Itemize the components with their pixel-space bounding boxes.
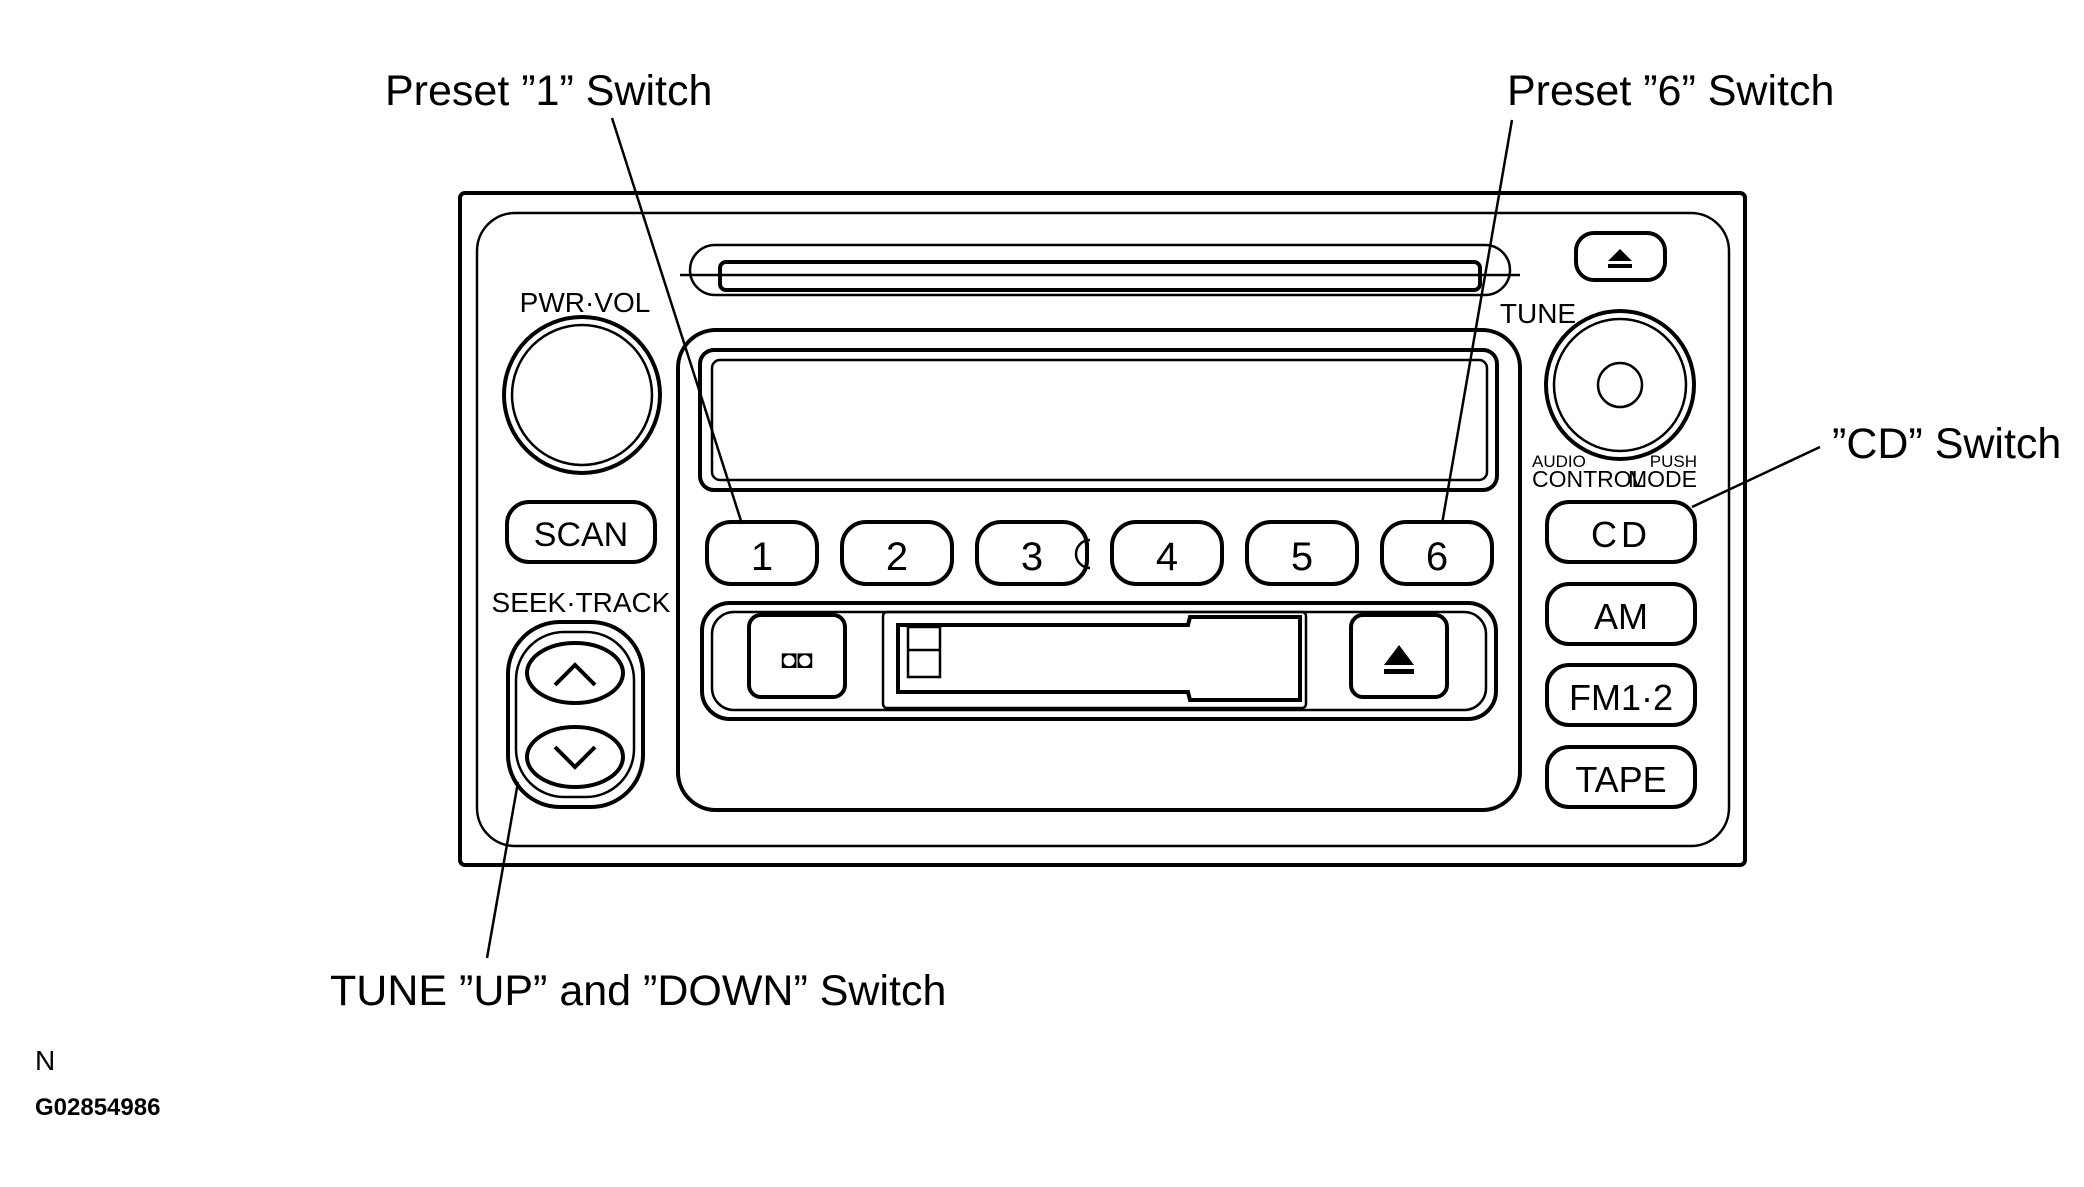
radio-faceplate xyxy=(475,211,1731,848)
preset-label-5: 5 xyxy=(1291,535,1313,579)
dolby-button[interactable]: ◘◘ xyxy=(747,613,847,699)
push-label: PUSH xyxy=(1650,452,1697,471)
scan-button[interactable]: SCAN xyxy=(505,500,657,564)
tune-knob[interactable] xyxy=(1552,317,1688,453)
cd-slot xyxy=(680,243,1520,297)
cd-eject-icon-bar xyxy=(1608,264,1632,268)
eject-icon xyxy=(1384,645,1414,665)
radio-housing xyxy=(458,191,1747,867)
cassette-door xyxy=(881,610,1308,710)
mode-label: MODE xyxy=(1628,466,1697,492)
tape-eject-button[interactable] xyxy=(1349,613,1449,699)
indicator-led-left xyxy=(1074,538,1091,570)
leader-line-preset-6 xyxy=(1440,119,1514,525)
preset-button-1[interactable]: 1 xyxy=(705,520,819,586)
preset-button-5[interactable]: 5 xyxy=(1245,520,1359,586)
cd-label: CD xyxy=(1591,514,1651,555)
preset-button-4[interactable]: 4 xyxy=(1110,520,1224,586)
preset-button-6[interactable]: 6 xyxy=(1380,520,1494,586)
preset-label-1: 1 xyxy=(751,535,773,579)
pwr-vol-knob-rim xyxy=(502,315,662,475)
seek-down-button[interactable] xyxy=(525,725,625,789)
callout-preset-6: Preset ”6” Switch xyxy=(1507,67,1834,115)
seek-track-label: SEEK·TRACK xyxy=(492,587,671,618)
preset-label-4: 4 xyxy=(1156,535,1178,579)
chevron-down-icon xyxy=(553,745,597,770)
cd-eject-button[interactable] xyxy=(1574,231,1667,282)
leader-line-preset-1 xyxy=(610,117,744,525)
callout-cd: ”CD” Switch xyxy=(1832,420,2061,468)
chevron-up-icon xyxy=(553,662,597,687)
display-window xyxy=(710,358,1489,482)
preset-button-2[interactable]: 2 xyxy=(840,520,954,586)
preset-label-6: 6 xyxy=(1426,535,1448,579)
display-frame xyxy=(698,348,1499,492)
pwr-vol-label: PWR·VOL xyxy=(520,287,651,318)
seek-up-button[interactable] xyxy=(525,641,625,705)
seek-track-rocker xyxy=(506,620,645,809)
pwr-vol-knob[interactable] xyxy=(510,323,654,467)
control-label: CONTROL xyxy=(1532,466,1645,492)
tune-knob-center xyxy=(1596,361,1644,409)
callout-tune-up-down: TUNE ”UP” and ”DOWN” Switch xyxy=(330,967,946,1015)
eject-icon-bar xyxy=(1384,669,1414,674)
am-label: AM xyxy=(1594,596,1648,637)
dolby-icon: ◘◘ xyxy=(781,644,813,674)
cassette-frame xyxy=(700,601,1498,721)
preset-button-3[interactable]: 3 xyxy=(975,520,1089,586)
fm12-label: FM1·2 xyxy=(1569,677,1673,718)
center-module xyxy=(676,328,1522,812)
preset-label-3: 3 xyxy=(1021,535,1043,579)
figure-letter: N xyxy=(35,1045,55,1076)
tune-knob-rim xyxy=(1544,309,1696,461)
tape-label: TAPE xyxy=(1575,759,1666,800)
figure-code: G02854986 xyxy=(35,1094,160,1121)
callout-preset-1: Preset ”1” Switch xyxy=(385,67,712,115)
fm12-button[interactable]: FM1·2 xyxy=(1545,663,1697,727)
audio-label: AUDIO xyxy=(1532,452,1586,471)
tune-label: TUNE xyxy=(1500,298,1576,329)
cd-button[interactable]: CD xyxy=(1545,500,1697,564)
leader-line-tune-up-down xyxy=(485,781,520,959)
leader-line-cd xyxy=(1691,445,1821,509)
am-button[interactable]: AM xyxy=(1545,582,1697,646)
tape-button[interactable]: TAPE xyxy=(1545,745,1697,809)
cd-eject-icon xyxy=(1608,249,1632,261)
preset-label-2: 2 xyxy=(886,535,908,579)
seek-track-rocker-inner xyxy=(514,630,636,799)
scan-label: SCAN xyxy=(534,516,628,554)
